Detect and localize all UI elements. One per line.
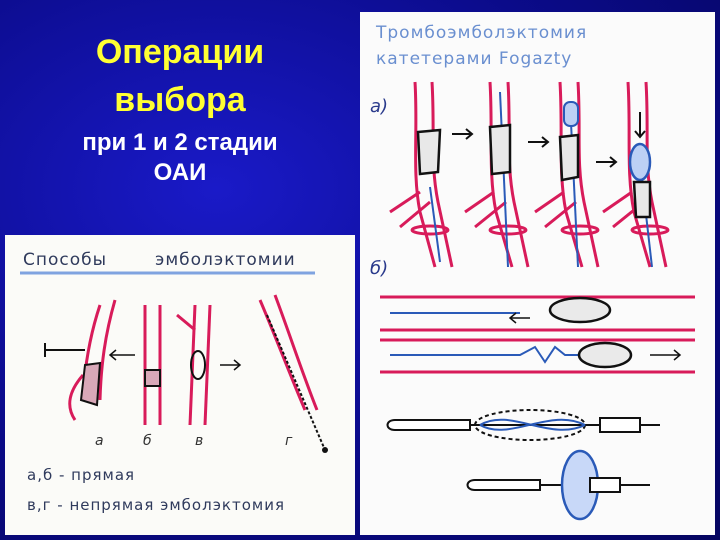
embolectomy-drawing: Способы эмболэктомии (20, 250, 328, 514)
fogarty-figure: Тромбоэмболэктомия катетерами Fogazty а)… (360, 12, 715, 535)
fogarty-heading-line-2: катетерами Fogazty (376, 49, 572, 69)
thrombus-b (144, 369, 161, 387)
fogarty-label-a: а) (370, 96, 388, 117)
horizontal-vessel-1 (380, 295, 695, 332)
title-line-1: Операции (95, 33, 265, 71)
catheter-b3 (386, 409, 660, 441)
catheter-b2 (390, 345, 610, 364)
arrow-1 (452, 128, 474, 140)
slide-subtitle: при 1 и 2 стадии ОАИ (40, 128, 320, 188)
arrow-v (220, 359, 242, 371)
sublabel-g: г (285, 433, 293, 449)
arrow-b2 (650, 349, 682, 361)
subtitle-line-2: ОАИ (153, 159, 207, 186)
subtitle-line-1: при 1 и 2 стадии (82, 129, 278, 156)
arrow-3 (596, 156, 618, 168)
vessel-g (258, 294, 319, 411)
sublabel-a: а (95, 433, 104, 449)
legend-line-2: в,г - непрямая эмболэктомия (27, 496, 285, 514)
legend-line-1: а,б - прямая (27, 466, 135, 484)
fogarty-heading-line-1: Тромбоэмболэктомия (375, 23, 587, 43)
thrombus-4 (632, 180, 652, 219)
vessel-v (176, 304, 212, 426)
sublabel-b: б (143, 433, 152, 449)
tip-g (322, 447, 328, 453)
arrow-b (108, 349, 135, 361)
balloon-v (190, 350, 206, 380)
catheter-g (266, 314, 326, 451)
thrombus-a (79, 361, 102, 407)
thrombus-2 (488, 123, 512, 176)
fogarty-label-b: б) (370, 258, 388, 279)
catheter-b4 (466, 449, 650, 521)
title-line-2: выбора (114, 81, 246, 119)
embolectomy-heading-word-2: эмболэктомии (155, 250, 296, 270)
clamp-a (44, 343, 85, 357)
thrombus-1 (416, 128, 442, 176)
vessel-b (143, 305, 162, 425)
embolectomy-heading-word-1: Способы (23, 250, 107, 270)
balloon-4 (628, 142, 652, 182)
vessel-stage-1 (389, 81, 454, 268)
arrow-b1 (508, 312, 530, 324)
balloon-3 (563, 101, 579, 127)
embolectomy-figure: Способы эмболэктомии (5, 235, 355, 535)
slide-title: Операции выбора (40, 28, 320, 124)
sublabel-v: в (195, 433, 203, 449)
horizontal-vessel-2 (380, 338, 695, 374)
arrow-2 (528, 136, 550, 148)
thrombus-b1 (548, 296, 612, 324)
arrow-down-4 (634, 112, 646, 139)
thrombus-3 (558, 133, 580, 182)
fogarty-drawing: Тромбоэмболэктомия катетерами Fogazty а)… (370, 23, 695, 521)
thrombus-b2 (577, 341, 633, 369)
